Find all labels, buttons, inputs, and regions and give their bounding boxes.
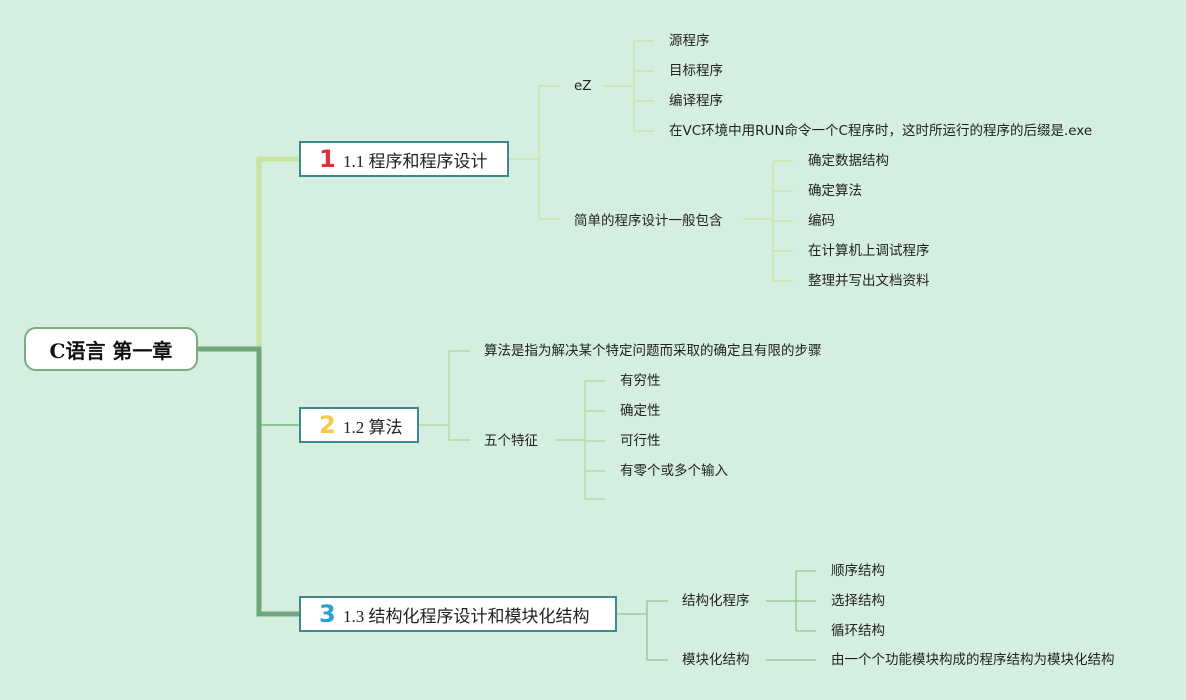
t3-b1-fork <box>766 570 816 632</box>
number-three-icon: 3 <box>319 600 336 628</box>
t3-leaf-loop[interactable]: 循环结构 <box>831 623 885 639</box>
t2-leaf-feasible[interactable]: 可行性 <box>620 433 661 449</box>
number-one-icon: 1 <box>319 145 336 173</box>
trunk-line-2 <box>198 348 299 426</box>
t1-leaf-data-structure[interactable]: 确定数据结构 <box>808 153 889 169</box>
t2-leaf-finite[interactable]: 有穷性 <box>620 373 661 389</box>
root-node[interactable]: C语言 第一章 <box>24 327 198 371</box>
t1-branch-design[interactable]: 简单的程序设计一般包含 <box>574 213 723 229</box>
t2-b2-fork <box>555 380 605 500</box>
t2-fork <box>419 350 470 441</box>
t1-leaf-coding[interactable]: 编码 <box>808 213 835 229</box>
t1-b1-fork <box>604 40 654 132</box>
trunk-line-3 <box>198 346 299 617</box>
topic-3[interactable]: 3 1.3 结构化程序设计和模块化结构 <box>299 596 617 632</box>
topic-1[interactable]: 1 1.1 程序和程序设计 <box>299 141 509 177</box>
trunk-line-1 <box>198 156 299 352</box>
t2-leaf-definite[interactable]: 确定性 <box>620 403 661 419</box>
t1-leaf-docs[interactable]: 整理并写出文档资料 <box>808 273 930 289</box>
topic-3-label: 1.3 结构化程序设计和模块化结构 <box>343 606 590 626</box>
t1-leaf-algorithm[interactable]: 确定算法 <box>808 183 862 199</box>
topic-1-label: 1.1 程序和程序设计 <box>343 151 488 171</box>
t3-branch-modular[interactable]: 模块化结构 <box>682 652 750 668</box>
t1-leaf-object[interactable]: 目标程序 <box>669 63 723 79</box>
t3-leaf-selection[interactable]: 选择结构 <box>831 593 885 609</box>
t1-leaf-debug[interactable]: 在计算机上调试程序 <box>808 243 930 259</box>
t2-branch-features[interactable]: 五个特征 <box>484 433 538 449</box>
t3-leaf-modular-def[interactable]: 由一个个功能模块构成的程序结构为模块化结构 <box>831 652 1115 668</box>
t2-leaf-input[interactable]: 有零个或多个输入 <box>620 463 728 479</box>
t1-leaf-vc-run[interactable]: 在VC环境中用RUN命令一个C程序时，这时所运行的程序的后缀是.exe <box>669 123 1093 139</box>
t1-leaf-compiler[interactable]: 编译程序 <box>669 93 723 109</box>
t1-leaf-source[interactable]: 源程序 <box>669 33 710 49</box>
t2-branch-definition[interactable]: 算法是指为解决某个特定问题而采取的确定且有限的步骤 <box>484 343 822 359</box>
t1-fork <box>509 85 560 220</box>
t3-branch-structured[interactable]: 结构化程序 <box>682 593 750 609</box>
t3-fork <box>617 600 668 661</box>
topic-2[interactable]: 2 1.2 算法 <box>299 407 419 443</box>
t3-leaf-sequence[interactable]: 顺序结构 <box>831 563 885 579</box>
t1-branch-ez[interactable]: eZ <box>574 78 592 94</box>
number-two-icon: 2 <box>319 411 336 439</box>
topic-2-label: 1.2 算法 <box>343 417 403 437</box>
t1-b2-fork <box>743 160 793 282</box>
